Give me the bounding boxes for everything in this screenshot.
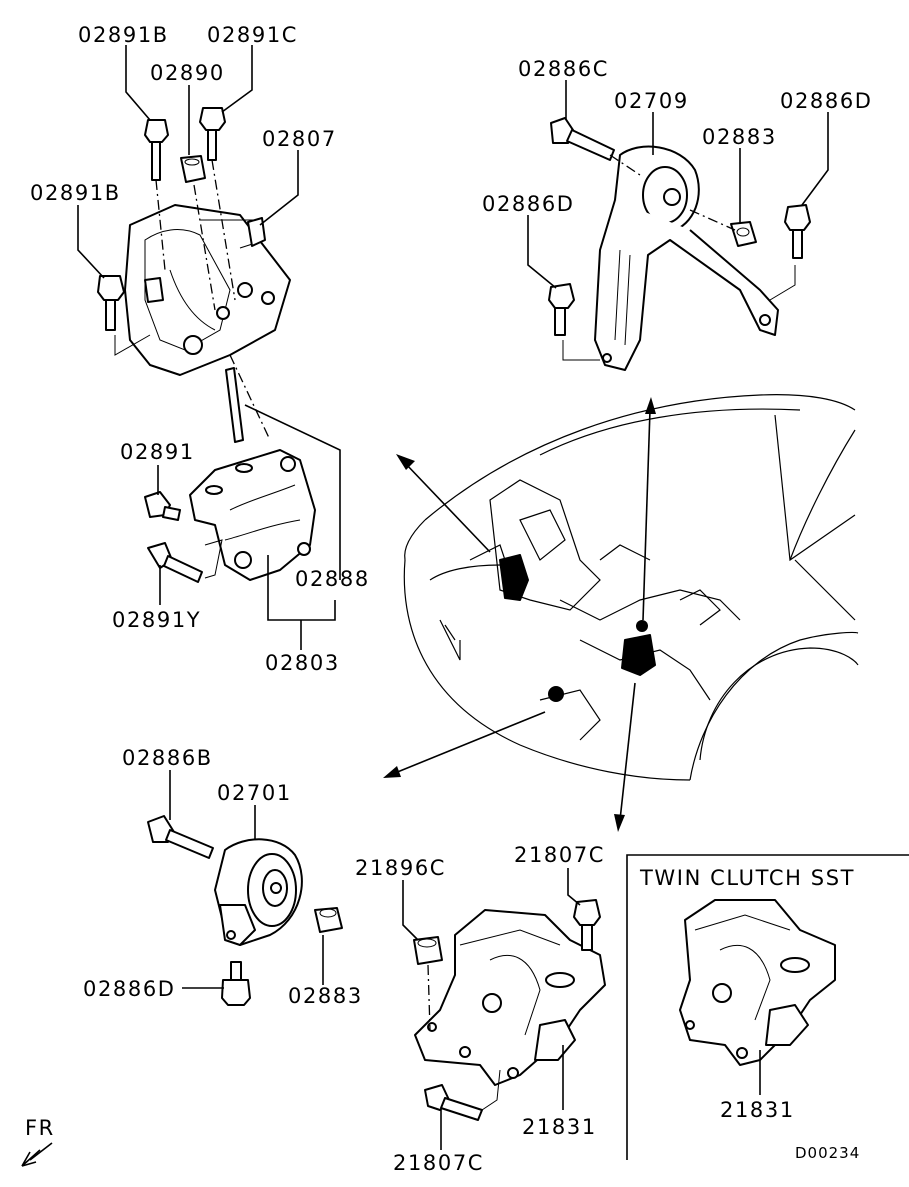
label-02891: 02891 bbox=[120, 440, 195, 464]
bolt-icon bbox=[147, 542, 203, 583]
front-direction-indicator: FR bbox=[21, 1116, 55, 1167]
label-21807C-bottom: 21807C bbox=[393, 1151, 484, 1175]
label-21831-inset: 21831 bbox=[720, 1098, 795, 1122]
label-02886B: 02886B bbox=[122, 746, 213, 770]
bolt-icon bbox=[784, 204, 811, 259]
engine-mount-bracket-02807 bbox=[124, 204, 291, 376]
label-21807C-top: 21807C bbox=[514, 843, 605, 867]
label-02701: 02701 bbox=[217, 781, 292, 805]
front-label: FR bbox=[25, 1116, 55, 1140]
transmission-mount-02709 bbox=[594, 145, 779, 371]
label-02888: 02888 bbox=[295, 567, 370, 591]
stud-bolt-icon bbox=[225, 367, 244, 443]
label-21831: 21831 bbox=[522, 1115, 597, 1139]
inset-title: TWIN CLUTCH SST bbox=[639, 866, 855, 890]
nut-icon bbox=[180, 155, 206, 183]
label-02891C: 02891C bbox=[207, 23, 298, 47]
label-02803: 02803 bbox=[265, 651, 340, 675]
transmission-mount-21831-tc bbox=[679, 899, 836, 1066]
nut-icon bbox=[730, 221, 757, 247]
label-02886D-left: 02886D bbox=[482, 192, 575, 216]
bolt-icon bbox=[97, 275, 125, 331]
bolt-icon bbox=[199, 107, 226, 161]
label-02883-bottom: 02883 bbox=[288, 984, 363, 1008]
label-02890: 02890 bbox=[150, 61, 225, 85]
twin-clutch-inset bbox=[626, 854, 909, 1160]
diagram-id: D00234 bbox=[795, 1144, 860, 1162]
bolt-icon bbox=[144, 119, 169, 181]
bolt-icon bbox=[144, 491, 181, 521]
bolt-icon bbox=[424, 1084, 483, 1121]
bolt-icon bbox=[221, 961, 251, 1006]
bolt-icon bbox=[573, 899, 601, 951]
nut-icon bbox=[413, 936, 443, 965]
label-02891Y: 02891Y bbox=[112, 608, 201, 632]
front-arrow-icon bbox=[21, 1142, 53, 1167]
bolt-icon bbox=[147, 815, 214, 859]
transmission-mount-21831 bbox=[414, 909, 606, 1086]
car-front-illustration bbox=[403, 394, 859, 781]
pointer-arrows bbox=[383, 397, 656, 832]
engine-mount-02701 bbox=[214, 838, 303, 946]
nut-icon bbox=[314, 907, 343, 933]
label-02886C: 02886C bbox=[518, 57, 609, 81]
label-02886D-right: 02886D bbox=[780, 89, 873, 113]
part-labels: 02891B 02891C 02890 02807 02891B 02891 0… bbox=[30, 23, 873, 1175]
engine-mount-02803 bbox=[189, 449, 316, 581]
label-21896C: 21896C bbox=[355, 856, 446, 880]
label-02891B-top: 02891B bbox=[78, 23, 169, 47]
label-02709: 02709 bbox=[614, 89, 689, 113]
bolt-icon bbox=[550, 117, 615, 161]
label-02886D-bottom: 02886D bbox=[83, 977, 176, 1001]
bolt-icon bbox=[548, 283, 575, 336]
label-02807: 02807 bbox=[262, 127, 337, 151]
leader-lines bbox=[77, 45, 829, 1150]
label-02891B-left: 02891B bbox=[30, 181, 121, 205]
label-02883-top: 02883 bbox=[702, 125, 777, 149]
